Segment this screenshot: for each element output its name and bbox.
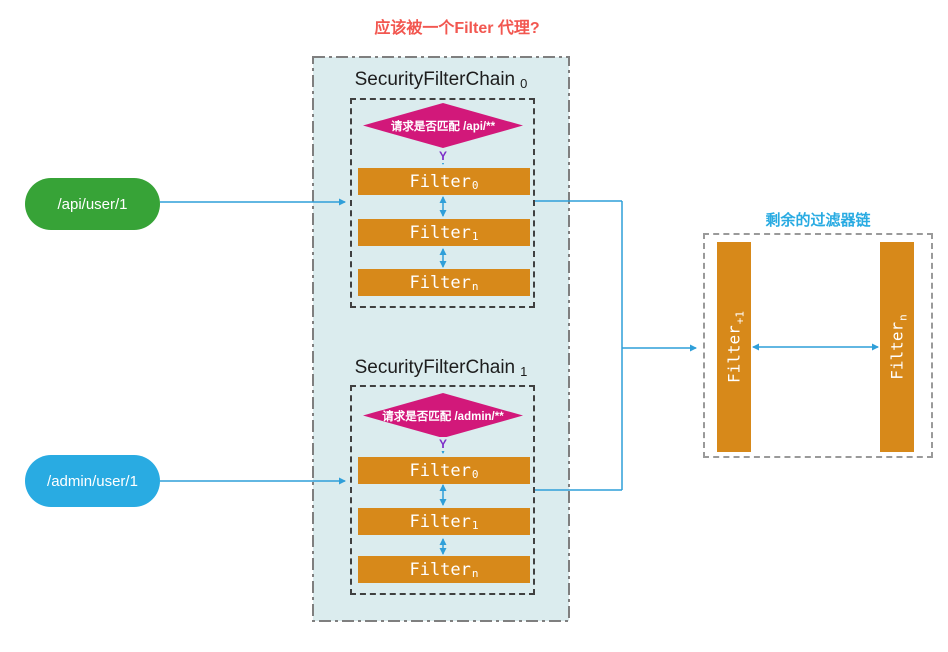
main-title: 应该被一个Filter 代理? (374, 20, 540, 37)
chain1-title-text: SecurityFilterChain (354, 357, 516, 378)
chain0-box (350, 98, 535, 308)
remaining-chain-title: 剩余的过滤器链 (765, 212, 871, 229)
chain1-title-sub: 1 (520, 364, 528, 379)
chain0-filter-0-label: Filter (409, 171, 471, 192)
chain0-filter-n-sub: n (471, 280, 479, 293)
request-pill-api-label: /api/user/1 (57, 195, 128, 213)
request-pill-admin-label: /admin/user/1 (47, 472, 138, 490)
chain0-title-sub: 0 (520, 76, 528, 91)
chain1-filter-1-label: Filter (409, 511, 471, 532)
remaining-filter-plus1-label: Filter+1 (724, 310, 747, 384)
chain1-branch-label: Y (435, 437, 451, 451)
chain1-condition-label: 请求是否匹配 /admin/** (382, 410, 504, 423)
chain1-filter-0-label: Filter (409, 460, 471, 481)
remaining-filter-n: Filtern (880, 242, 914, 452)
chain0-filter-1-sub: 1 (471, 230, 479, 243)
chain1-filter-n-label: Filter (409, 559, 471, 580)
chain0-title-text: SecurityFilterChain (354, 69, 516, 90)
remaining-filter-n-text: Filter (887, 321, 907, 380)
chain0-filter-0-sub: 0 (471, 179, 479, 192)
chain0-branch-label: Y (435, 149, 451, 163)
remaining-chain-box (703, 233, 933, 458)
remaining-filter-n-label: Filtern (887, 314, 910, 380)
remaining-filter-plus1: Filter+1 (717, 242, 751, 452)
chain1-title: SecurityFilterChain 1 (312, 357, 570, 379)
chain0-title: SecurityFilterChain 0 (312, 69, 570, 91)
remaining-filter-plus1-text: Filter (724, 325, 744, 384)
chain0-condition-label: 请求是否匹配 /api/** (390, 120, 496, 133)
chain0-filter-1-label: Filter (409, 222, 471, 243)
chain1-filter-1-sub: 1 (471, 519, 479, 532)
chain0-filter-n-label: Filter (409, 272, 471, 293)
request-pill-admin: /admin/user/1 (25, 455, 160, 507)
request-pill-api: /api/user/1 (25, 178, 160, 230)
chain1-box (350, 385, 535, 595)
remaining-filter-n-sub: n (896, 314, 910, 321)
chain1-filter-n-sub: n (471, 567, 479, 580)
chain1-filter-0-sub: 0 (471, 468, 479, 481)
remaining-filter-plus1-sub: +1 (733, 310, 747, 325)
